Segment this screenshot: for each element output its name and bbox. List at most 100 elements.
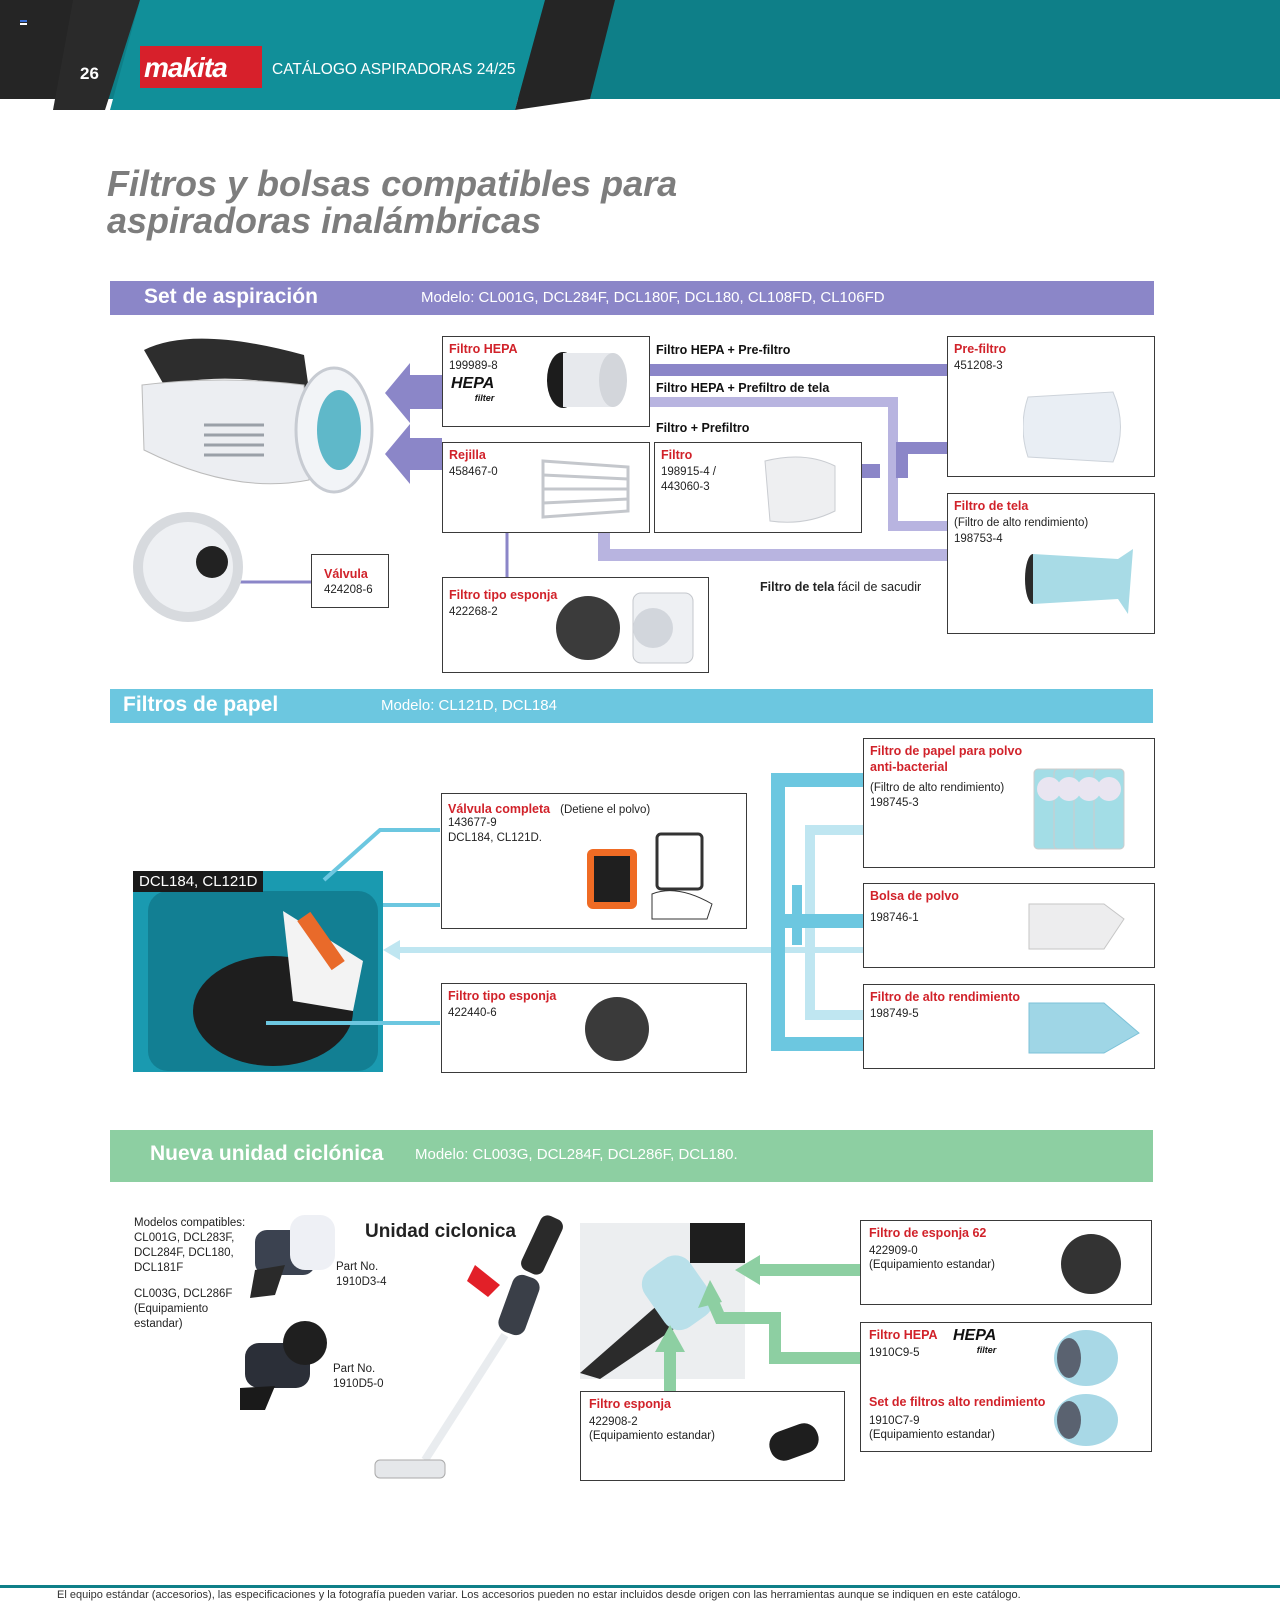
- filtro-card[interactable]: Filtro 198915-4 / 443060-3: [654, 442, 862, 533]
- item-code-1: 198915-4 /: [661, 466, 716, 478]
- stick-vacuum-image: [374, 1215, 563, 1479]
- hepa-filter-image: [547, 352, 627, 408]
- filtro-esponja-papel-card[interactable]: Filtro tipo esponja 422440-6: [441, 983, 747, 1073]
- pre-filtro-card[interactable]: Pre-filtro 451208-3: [947, 336, 1155, 477]
- set-note: (Equipamiento estandar): [869, 1429, 995, 1441]
- filtro-esponja-62-card[interactable]: Filtro de esponja 62 422909-0 (Equipamie…: [860, 1220, 1152, 1305]
- item-desc: (Filtro de alto rendimiento): [954, 517, 1089, 529]
- filtro-esponja-card[interactable]: Filtro tipo esponja 422268-2: [442, 577, 709, 673]
- page-number: 26: [80, 64, 99, 83]
- page-title-line1: Filtros y bolsas compatibles para: [107, 163, 678, 204]
- sponge-image: [556, 592, 694, 664]
- compat-title: Modelos compatibles:: [134, 1217, 246, 1229]
- footer-note: El equipo estándar (accesorios), las esp…: [57, 1589, 1021, 1601]
- item-code: 198745-3: [870, 797, 919, 809]
- section-models: Modelo: CL003G, DCL284F, DCL286F, DCL180…: [415, 1146, 738, 1163]
- item-name: Filtro de tela: [954, 499, 1029, 513]
- item-name: Filtro de esponja 62: [869, 1226, 987, 1240]
- dcl184-photo: DCL184, CL121D: [133, 871, 383, 1072]
- item-name: Filtro HEPA: [449, 342, 518, 356]
- cyclone-unit-1-image: [250, 1215, 335, 1298]
- hepa-set-image: [1054, 1330, 1118, 1446]
- item-code: 458467-0: [449, 466, 498, 478]
- item-code: 424208-6: [324, 584, 373, 596]
- section-title: Nueva unidad ciclónica: [150, 1142, 384, 1165]
- item-code: 451208-3: [954, 360, 1003, 372]
- rejilla-card[interactable]: Rejilla 458467-0: [442, 442, 650, 533]
- filtro-tela-image: [1025, 549, 1133, 614]
- brand-text: makita: [144, 52, 228, 83]
- item-name-1: Filtro de papel para polvo: [870, 744, 1023, 758]
- item-note: (Equipamiento estandar): [589, 1430, 715, 1442]
- filtro-esponja-ciclon-card[interactable]: Filtro esponja 422908-2 (Equipamiento es…: [580, 1391, 845, 1481]
- filtro-alto-rendimiento-card[interactable]: Filtro de alto rendimiento 198749-5: [863, 984, 1155, 1069]
- bolsa-polvo-card[interactable]: Bolsa de polvo 198746-1: [863, 883, 1155, 968]
- cyclone-unit-2-image: [240, 1321, 327, 1410]
- valvula-card[interactable]: Válvula 424208-6: [311, 554, 389, 608]
- item-code: 422908-2: [589, 1416, 638, 1428]
- item-name: Filtro de alto rendimiento: [870, 990, 1021, 1004]
- item-code: 143677-9: [448, 817, 497, 829]
- rejilla-image: [541, 459, 630, 519]
- route-label-hepa-prefiltro-tela: Filtro HEPA + Prefiltro de tela: [656, 381, 830, 395]
- dcl184-photo-art: [148, 891, 378, 1071]
- filtro-papel-image: [1033, 768, 1125, 850]
- page-title: Filtros y bolsas compatibles para aspira…: [107, 165, 677, 239]
- item-code: 199989-8: [449, 360, 498, 372]
- part-no-1: Part No.1910D3-4: [336, 1261, 387, 1288]
- item-name: Rejilla: [449, 448, 486, 462]
- item-note: (Equipamiento estandar): [869, 1259, 995, 1271]
- section-band-aspiracion: Set de aspiración Modelo: CL001G, DCL284…: [110, 281, 1154, 315]
- item-name: Válvula completa: [448, 802, 551, 816]
- section3-connectors: [655, 1255, 860, 1400]
- section-models: Modelo: CL121D, DCL184: [381, 697, 557, 714]
- photo-label: DCL184, CL121D: [133, 871, 264, 892]
- unit-title: Unidad ciclonica: [365, 1221, 516, 1242]
- item-code: 422268-2: [449, 606, 498, 618]
- section-models: Modelo: CL001G, DCL284F, DCL180F, DCL180…: [421, 289, 885, 306]
- makita-logo: makita: [140, 46, 262, 88]
- catalog-title: CATÁLOGO ASPIRADORAS 24/25: [272, 61, 516, 78]
- section1-connectors: [220, 363, 947, 584]
- item-name: Filtro esponja: [589, 1397, 671, 1411]
- hepa-code: 1910C9-5: [869, 1347, 920, 1359]
- compat-list-1: CL001G, DCL283F,DCL284F, DCL180,DCL181F: [134, 1232, 235, 1274]
- route-label-filtro-prefiltro: Filtro + Prefiltro: [656, 421, 750, 435]
- item-name: Pre-filtro: [954, 342, 1007, 356]
- item-name: Filtro tipo esponja: [448, 989, 557, 1003]
- pre-filtro-image: [1023, 391, 1121, 463]
- sponge-62-image: [1061, 1234, 1121, 1294]
- item-code: 198749-5: [870, 1008, 919, 1020]
- header-decoration: [0, 0, 615, 110]
- esponja-cylinder-image: [769, 1423, 819, 1461]
- valvula-completa-card[interactable]: Válvula completa(Detiene el polvo) 14367…: [441, 793, 747, 929]
- footer-rule: [0, 1585, 1280, 1588]
- item-code-2: 443060-3: [661, 481, 710, 493]
- filtro-tela-card[interactable]: Filtro de tela (Filtro de alto rendimien…: [947, 493, 1155, 634]
- section-band-ciclonica: Nueva unidad ciclónica Modelo: CL003G, D…: [110, 1130, 1153, 1182]
- vacuum-head-image: [141, 338, 374, 494]
- bolsa-polvo-image: [1028, 903, 1125, 950]
- item-name: Filtro: [661, 448, 693, 462]
- item-code: 422440-6: [448, 1007, 497, 1019]
- item-desc: (Filtro de alto rendimiento): [870, 782, 1005, 794]
- section-title: Set de aspiración: [144, 285, 318, 308]
- item-name: Válvula: [324, 567, 368, 581]
- item-name-2: anti-bacterial: [870, 760, 948, 774]
- item-name: Filtro tipo esponja: [449, 588, 558, 602]
- route-label-tela: Filtro de tela fácil de sacudir: [760, 580, 922, 594]
- set-name: Set de filtros alto rendimiento: [869, 1395, 1046, 1409]
- set-code: 1910C7-9: [869, 1415, 920, 1427]
- hepa-name: Filtro HEPA: [869, 1328, 938, 1342]
- section-title: Filtros de papel: [123, 693, 279, 716]
- item-code: 198746-1: [870, 912, 919, 924]
- item-name: Bolsa de polvo: [870, 889, 959, 903]
- filtro-papel-card[interactable]: Filtro de papel para polvo anti-bacteria…: [863, 738, 1155, 868]
- filtro-alto-image: [1028, 1002, 1140, 1054]
- section2-connectors: [266, 773, 863, 1051]
